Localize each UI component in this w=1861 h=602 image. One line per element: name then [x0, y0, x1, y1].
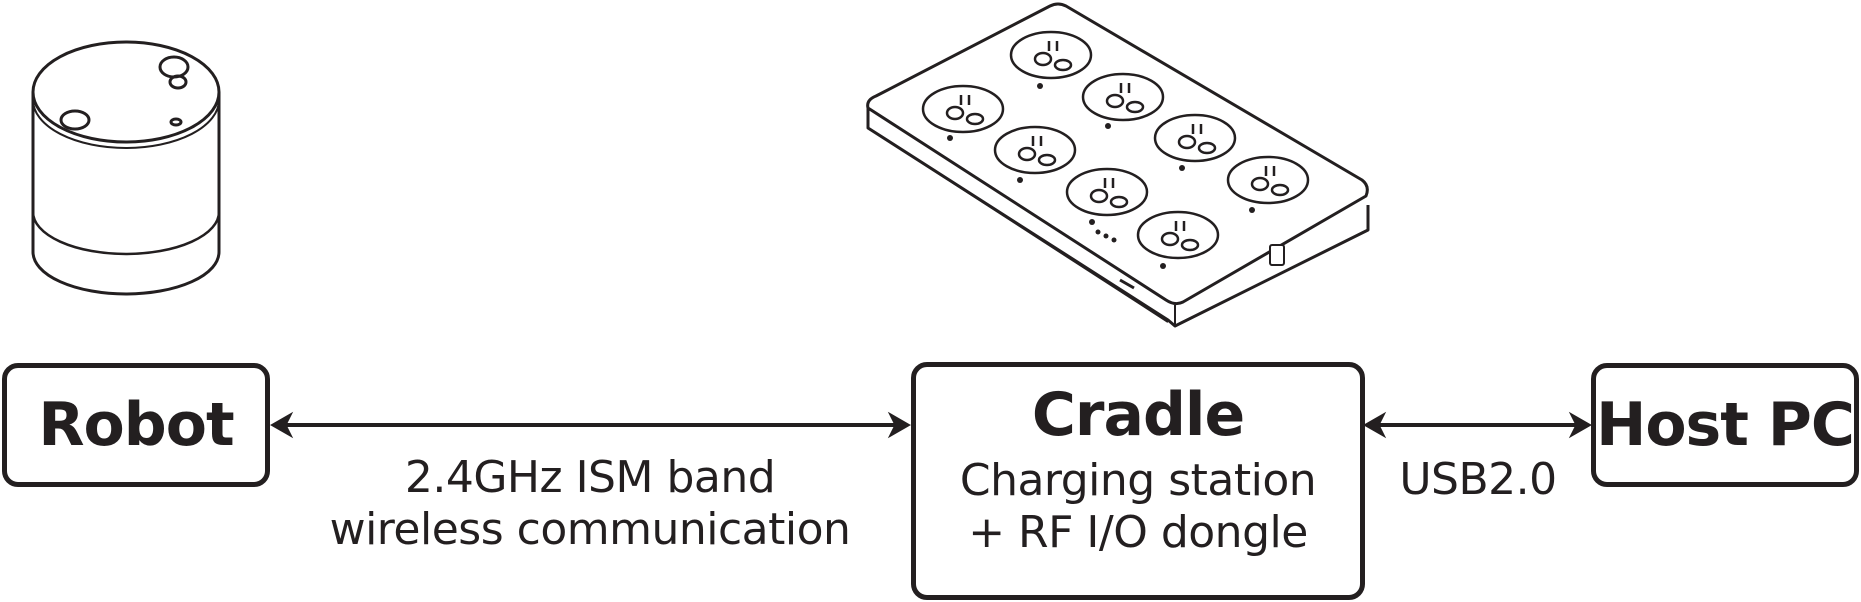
arrow-cradle-host — [1362, 411, 1593, 439]
cradle-description: Charging station + RF I/O dongle — [959, 455, 1317, 559]
usb-link-label: USB2.0 — [1380, 454, 1576, 506]
robot-title: Robot — [38, 390, 234, 460]
cradle-line-1: Charging station — [959, 455, 1317, 506]
arrow-robot-cradle — [269, 411, 912, 439]
cradle-illustration-icon — [866, 2, 1370, 328]
host-pc-title: Host PC — [1596, 390, 1855, 460]
usb-link-text: USB2.0 — [1399, 454, 1557, 505]
host-pc-node: Host PC — [1591, 363, 1859, 487]
robot-illustration-icon — [31, 40, 221, 296]
wireless-link-line-2: wireless communication — [329, 503, 851, 555]
cradle-node: Cradle Charging station + RF I/O dongle — [911, 362, 1365, 600]
wireless-link-label: 2.4GHz ISM band wireless communication — [290, 452, 890, 556]
robot-node: Robot — [2, 363, 270, 487]
wireless-link-line-1: 2.4GHz ISM band — [404, 452, 776, 503]
cradle-title: Cradle — [1031, 380, 1245, 450]
cradle-line-2: + RF I/O dongle — [968, 506, 1308, 558]
